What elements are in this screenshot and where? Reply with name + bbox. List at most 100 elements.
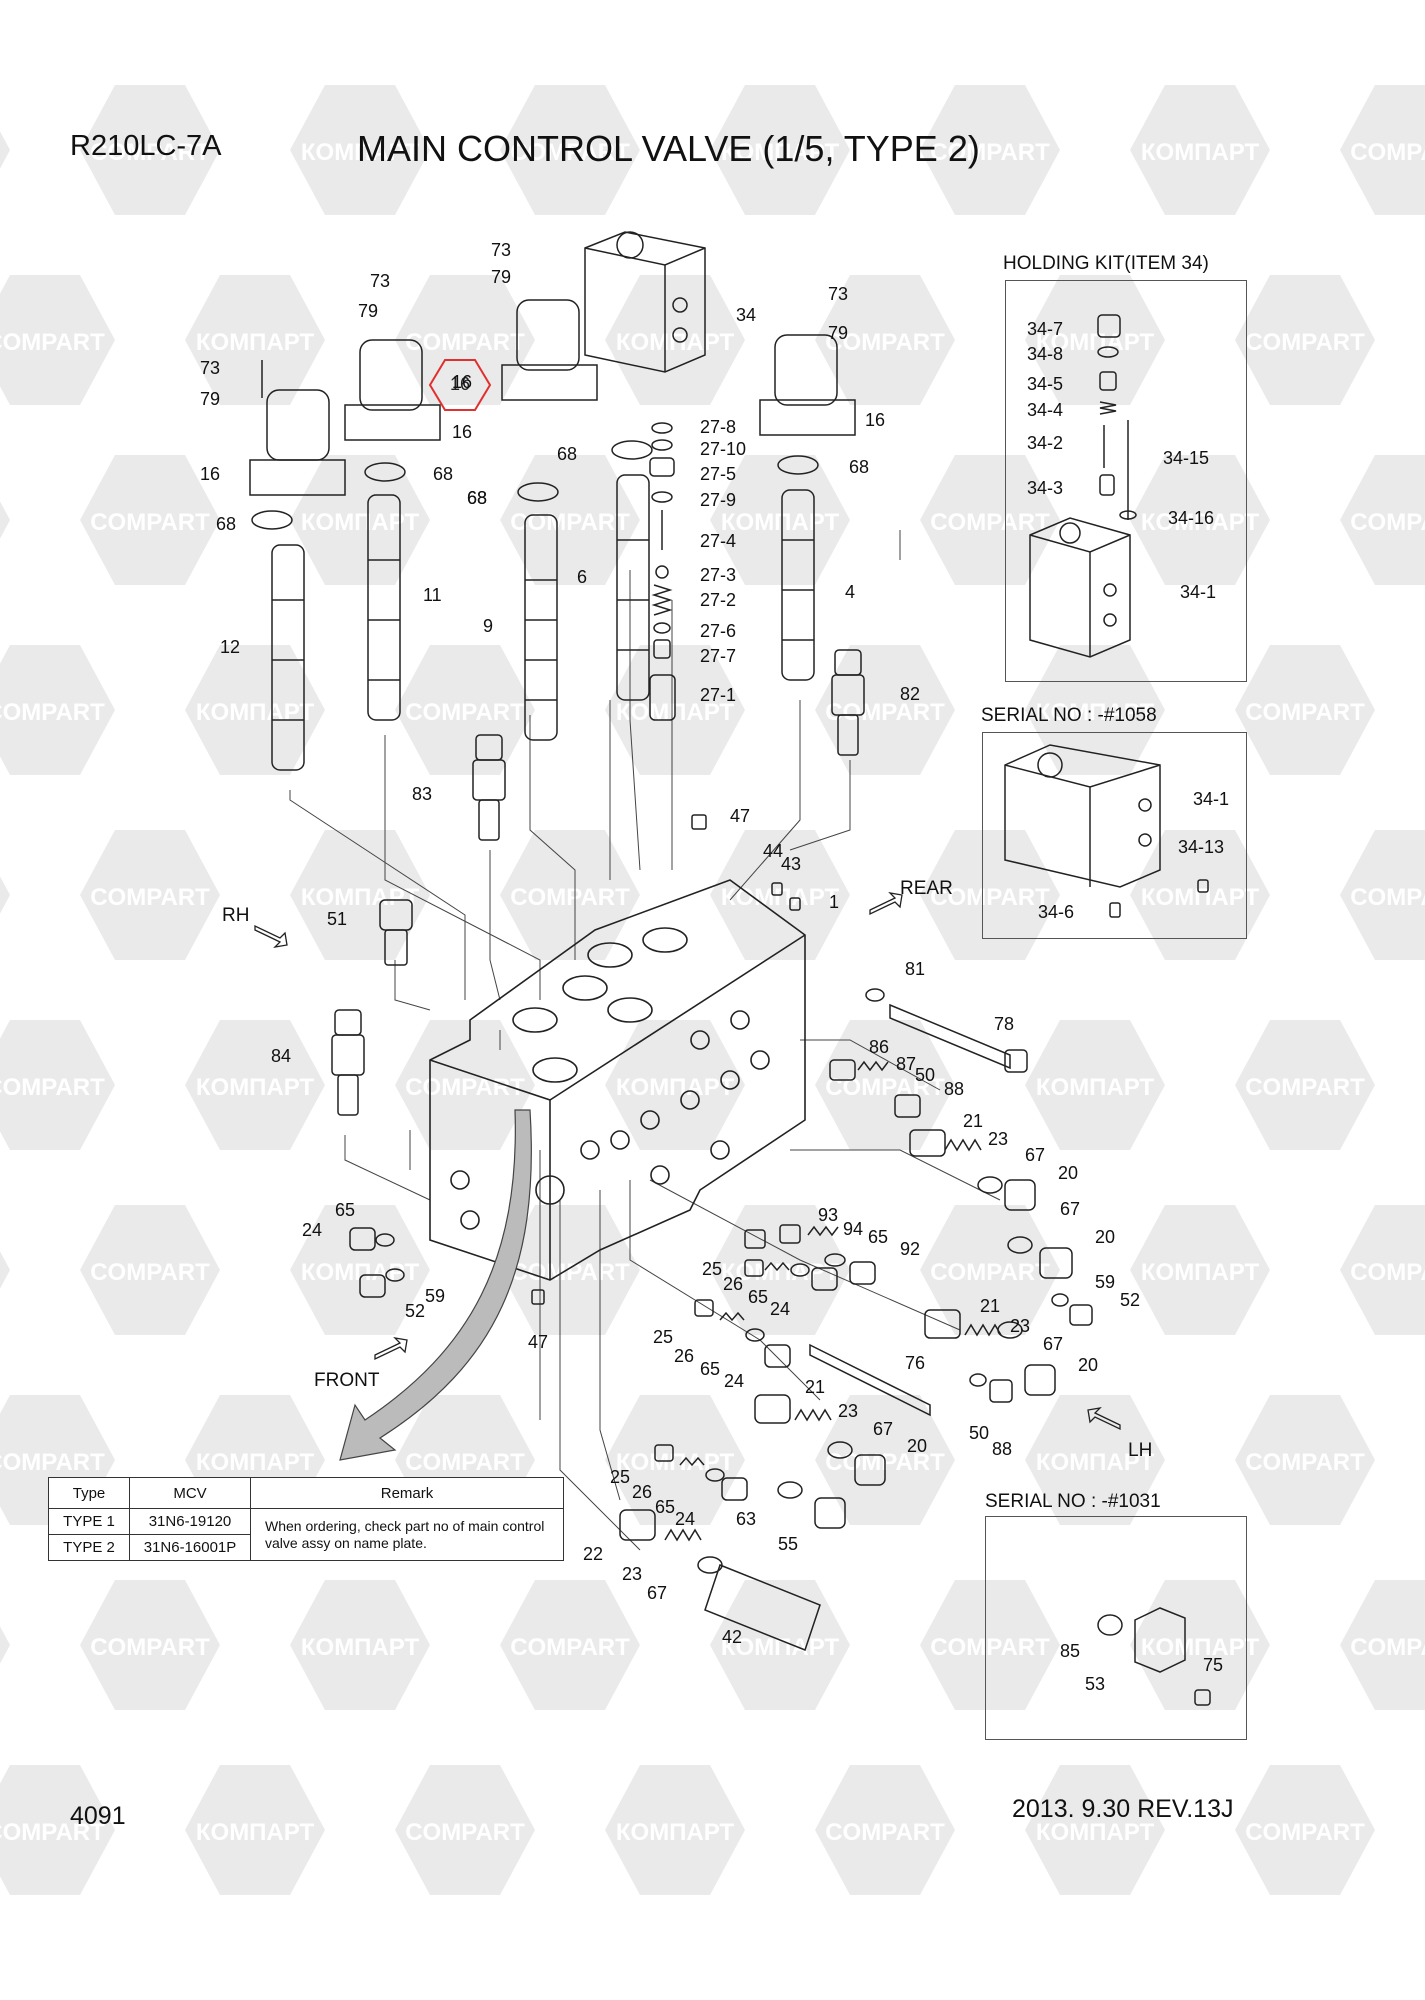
part-callout: 23	[838, 1401, 859, 1421]
bolt-76	[809, 1343, 931, 1417]
watermark-text: COMPART	[930, 1634, 1050, 1661]
part-callout: 67	[647, 1583, 668, 1603]
watermark-text: КОМПАРТ	[1036, 329, 1155, 356]
watermark-text: COMPART	[510, 139, 630, 166]
part-callout: 27-9	[700, 490, 737, 510]
watermark-text: КОМПАРТ	[1036, 1449, 1155, 1476]
part-callout: 11	[423, 585, 442, 605]
watermark-text: COMPART	[1350, 509, 1425, 536]
watermark-tile: КОМПАРТ	[710, 85, 850, 215]
watermark-tile: COMPART	[500, 455, 640, 585]
type-cell: TYPE 2	[48, 1534, 130, 1561]
part-callout: 93	[818, 1205, 839, 1225]
serial-1031-label: 85	[1060, 1641, 1081, 1661]
watermark-tile: КОМПАРТ	[1025, 1020, 1165, 1150]
part-callout: 68	[467, 488, 488, 508]
part-callout: 27-2	[700, 590, 737, 610]
part-callout: 24	[302, 1220, 323, 1240]
watermark-text: COMPART	[930, 509, 1050, 536]
solenoid-cap-left2	[344, 339, 441, 441]
serial-1058-parts	[1004, 744, 1209, 918]
part-callout: 83	[412, 784, 433, 804]
kit-label: 34-3	[1027, 478, 1064, 498]
part-callout: 26	[632, 1482, 653, 1502]
watermark-tile: COMPART	[1340, 1580, 1425, 1710]
watermark-tile: КОМПАРТ	[290, 85, 430, 215]
part-callout: 20	[907, 1436, 928, 1456]
watermark-tile: КОМПАРТ	[290, 830, 430, 960]
watermark-text: COMPART	[90, 1259, 210, 1286]
watermark-text: КОМПАРТ	[196, 1074, 315, 1101]
watermark-tile: КОМПАРТ	[290, 1580, 430, 1710]
part-callout: 65	[868, 1227, 889, 1247]
watermark-tile: COMPART	[1235, 1395, 1375, 1525]
watermark-text: КОМПАРТ	[721, 1634, 840, 1661]
part-callout: 51	[327, 909, 348, 929]
watermark-tile: COMPART	[1340, 1205, 1425, 1335]
solenoid-cap-right	[759, 334, 856, 436]
watermark-text: КОМПАРТ	[196, 329, 315, 356]
part-callout: 67	[1060, 1199, 1081, 1219]
watermark-tile: COMPART	[80, 1580, 220, 1710]
watermark-tile: COMPART	[0, 1765, 115, 1895]
part-callout: 24	[770, 1299, 791, 1319]
kit-label: 34-16	[1168, 508, 1215, 528]
watermark-tile: COMPART	[80, 85, 220, 215]
part-callout: 27-5	[700, 464, 737, 484]
part-callout: 25	[653, 1327, 674, 1347]
watermark-text: COMPART	[90, 1634, 210, 1661]
watermark-text: КОМПАРТ	[721, 139, 840, 166]
kit-label: 34-8	[1027, 344, 1064, 364]
part-callout: 76	[905, 1353, 926, 1373]
part-callout: 16	[865, 410, 886, 430]
watermark-text: COMPART	[1245, 1074, 1365, 1101]
part-callout: 65	[700, 1359, 721, 1379]
solenoid-cap-center	[501, 299, 598, 401]
watermark-text: COMPART	[0, 1819, 105, 1846]
part-callout: 23	[988, 1129, 1009, 1149]
part-callout: 23	[622, 1564, 643, 1584]
part-callout: 25	[702, 1259, 723, 1279]
watermark-tile: КОМПАРТ	[605, 1020, 745, 1150]
watermark-tile: COMPART	[920, 455, 1060, 585]
watermark-tile: COMPART	[1235, 645, 1375, 775]
part-callout: 68	[433, 464, 454, 484]
check-parts-27	[649, 422, 676, 721]
type-cell: TYPE 1	[48, 1508, 130, 1535]
watermark-tile: COMPART	[80, 1205, 220, 1335]
watermark-text: COMPART	[405, 1819, 525, 1846]
watermark-text: КОМПАРТ	[1141, 884, 1260, 911]
part-callout: 52	[1120, 1290, 1141, 1310]
watermark-text: КОМПАРТ	[1036, 1819, 1155, 1846]
watermark-tile: КОМПАРТ	[185, 275, 325, 405]
part-callout: 55	[778, 1534, 799, 1554]
watermark-text: COMPART	[825, 699, 945, 726]
watermark-text: КОМПАРТ	[196, 699, 315, 726]
part-callout: 20	[1058, 1163, 1079, 1183]
watermark-text: COMPART	[0, 1074, 105, 1101]
part-callout: 50	[969, 1423, 990, 1443]
watermark-tile: КОМПАРТ	[1130, 455, 1270, 585]
watermark-text: COMPART	[90, 509, 210, 536]
watermark-tile: КОМПАРТ	[0, 1626, 10, 1664]
serial-1031-title: SERIAL NO : -#1031	[985, 1491, 1161, 1512]
watermark-tile: COMPART	[0, 1020, 115, 1150]
part-callout: 27-8	[700, 417, 737, 437]
part-callout: 79	[828, 323, 849, 343]
watermark-tile: КОМПАРТ	[605, 1395, 745, 1525]
part-callout: 81	[905, 959, 926, 979]
part-callout: 22	[583, 1544, 604, 1564]
watermark-text: КОМПАРТ	[1141, 1634, 1260, 1661]
main-valve-body	[429, 879, 806, 1281]
watermark-tile: COMPART	[815, 645, 955, 775]
part-callout: 23	[1010, 1316, 1031, 1336]
watermark-tile: COMPART	[815, 1765, 955, 1895]
watermark-tile: COMPART	[1235, 275, 1375, 405]
holding-kit-frame	[1005, 280, 1247, 682]
part-callout: 59	[425, 1286, 446, 1306]
part-callout: 16	[452, 422, 473, 442]
watermark-tile: COMPART	[1235, 1020, 1375, 1150]
watermark-tile: КОМПАРТ	[710, 1580, 850, 1710]
o-rings-68	[251, 440, 819, 530]
part-callout: 73	[491, 240, 512, 260]
